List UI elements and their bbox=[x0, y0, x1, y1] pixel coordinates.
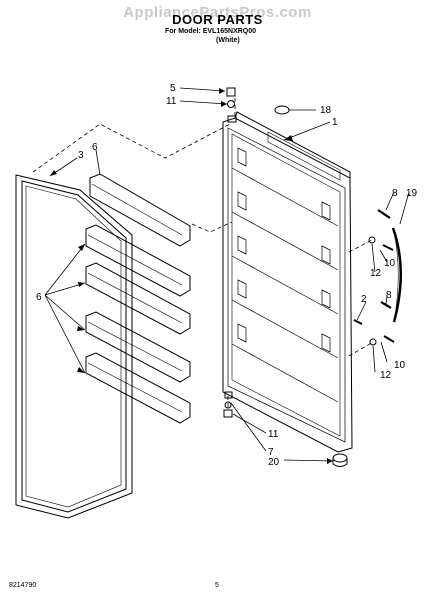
model-line: For Model: EVL165NXRQ00 bbox=[165, 28, 257, 35]
callout-12-top: 12 bbox=[370, 268, 382, 279]
callout-10-bottom: 10 bbox=[394, 360, 406, 371]
hinge-cap bbox=[332, 453, 348, 467]
callout-2: 2 bbox=[361, 294, 367, 305]
door-gasket bbox=[15, 174, 133, 519]
door-handle bbox=[391, 227, 402, 323]
model-color: (White) bbox=[216, 37, 240, 44]
handle-hardware bbox=[368, 209, 395, 346]
callout-10-top: 10 bbox=[384, 258, 396, 269]
callout-19: 19 bbox=[406, 188, 418, 199]
door-assembly bbox=[222, 111, 353, 453]
door-shelf-2 bbox=[85, 224, 191, 297]
callout-11-bottom: 11 bbox=[268, 429, 279, 440]
callout-6-group: 6 bbox=[36, 292, 42, 303]
handle-screw bbox=[353, 319, 363, 325]
callout-20: 20 bbox=[268, 457, 280, 468]
callout-8-bottom: 8 bbox=[386, 290, 392, 301]
door-shelf-5 bbox=[85, 352, 191, 424]
door-shelf-3 bbox=[85, 262, 191, 335]
page-number: 5 bbox=[215, 582, 219, 589]
callout-6-top: 6 bbox=[92, 142, 98, 153]
document-number: 8214790 bbox=[9, 582, 37, 589]
bottom-hinge-parts bbox=[223, 391, 233, 418]
leader-lines bbox=[44, 87, 410, 462]
callout-11-top: 11 bbox=[166, 96, 177, 107]
door-shelf-4 bbox=[85, 311, 191, 383]
callout-numbers: 5 11 18 1 3 6 6 8 19 10 12 2 8 10 12 11 … bbox=[36, 83, 418, 468]
arrowheads bbox=[50, 88, 333, 464]
watermark: AppliancePartsPros.com bbox=[123, 4, 312, 21]
callout-3: 3 bbox=[78, 150, 84, 161]
door-shelf-1 bbox=[89, 173, 191, 247]
assembly-lines bbox=[32, 98, 374, 410]
page-title: DOOR PARTS bbox=[172, 12, 263, 27]
callout-18: 18 bbox=[320, 105, 332, 116]
callout-7: 7 bbox=[268, 447, 274, 458]
callout-8-top: 8 bbox=[392, 188, 398, 199]
callout-1: 1 bbox=[332, 117, 338, 128]
callout-12-bottom: 12 bbox=[380, 370, 392, 381]
top-hinge-parts bbox=[226, 87, 237, 123]
callout-5: 5 bbox=[170, 83, 176, 94]
plug-button bbox=[274, 105, 290, 115]
